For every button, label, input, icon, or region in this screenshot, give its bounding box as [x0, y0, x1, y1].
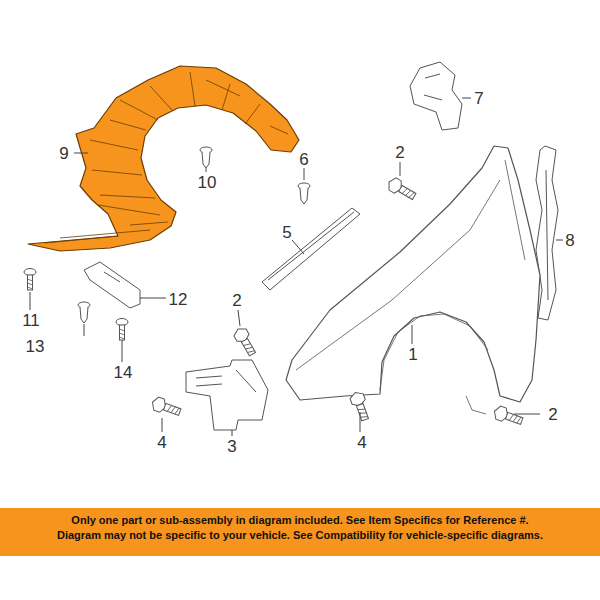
callout-number: 8: [565, 232, 574, 249]
fender-detail: [296, 160, 525, 414]
callout-number: 3: [227, 438, 236, 455]
bolt: [150, 396, 182, 419]
callout-number: 14: [114, 364, 133, 381]
notice-band-ground: [0, 508, 600, 556]
callout-number: 5: [282, 224, 291, 241]
fender-liner: [28, 66, 299, 251]
front-fender: [286, 146, 540, 402]
bolt: [492, 405, 524, 428]
callout-number: 1: [408, 346, 417, 363]
notice-text: Only one part or sub-assembly in diagram…: [4, 513, 596, 528]
callout-number: 11: [22, 312, 40, 329]
callout-number: 2: [395, 144, 404, 161]
screw: [24, 269, 36, 291]
seal-strip: [262, 208, 360, 290]
callout-number: 7: [474, 90, 483, 107]
callout-number: 6: [299, 151, 308, 168]
callout-number: 2: [548, 406, 557, 423]
bolt: [386, 176, 418, 203]
callout-number: 13: [26, 338, 45, 355]
screw: [116, 319, 128, 341]
push-clip: [200, 147, 212, 168]
bolt: [232, 326, 259, 358]
callout-number: 12: [169, 291, 188, 308]
fender-mount-bracket: [186, 360, 268, 430]
leader-lines: [30, 98, 563, 436]
callout-number: 2: [232, 292, 241, 309]
upper-bracket: [410, 62, 462, 130]
callout-number: 4: [357, 434, 366, 451]
liner-ribs: [45, 72, 288, 243]
clip-nut: [78, 302, 90, 323]
push-clip: [298, 183, 310, 204]
liner-bracket: [84, 262, 140, 308]
callout-number: 9: [59, 145, 68, 162]
callout-number: 10: [198, 174, 217, 191]
notice-text: Diagram may not be specific to your vehi…: [4, 528, 596, 543]
callout-number: 4: [157, 434, 166, 451]
notice-band: Only one part or sub-assembly in diagram…: [0, 508, 600, 556]
